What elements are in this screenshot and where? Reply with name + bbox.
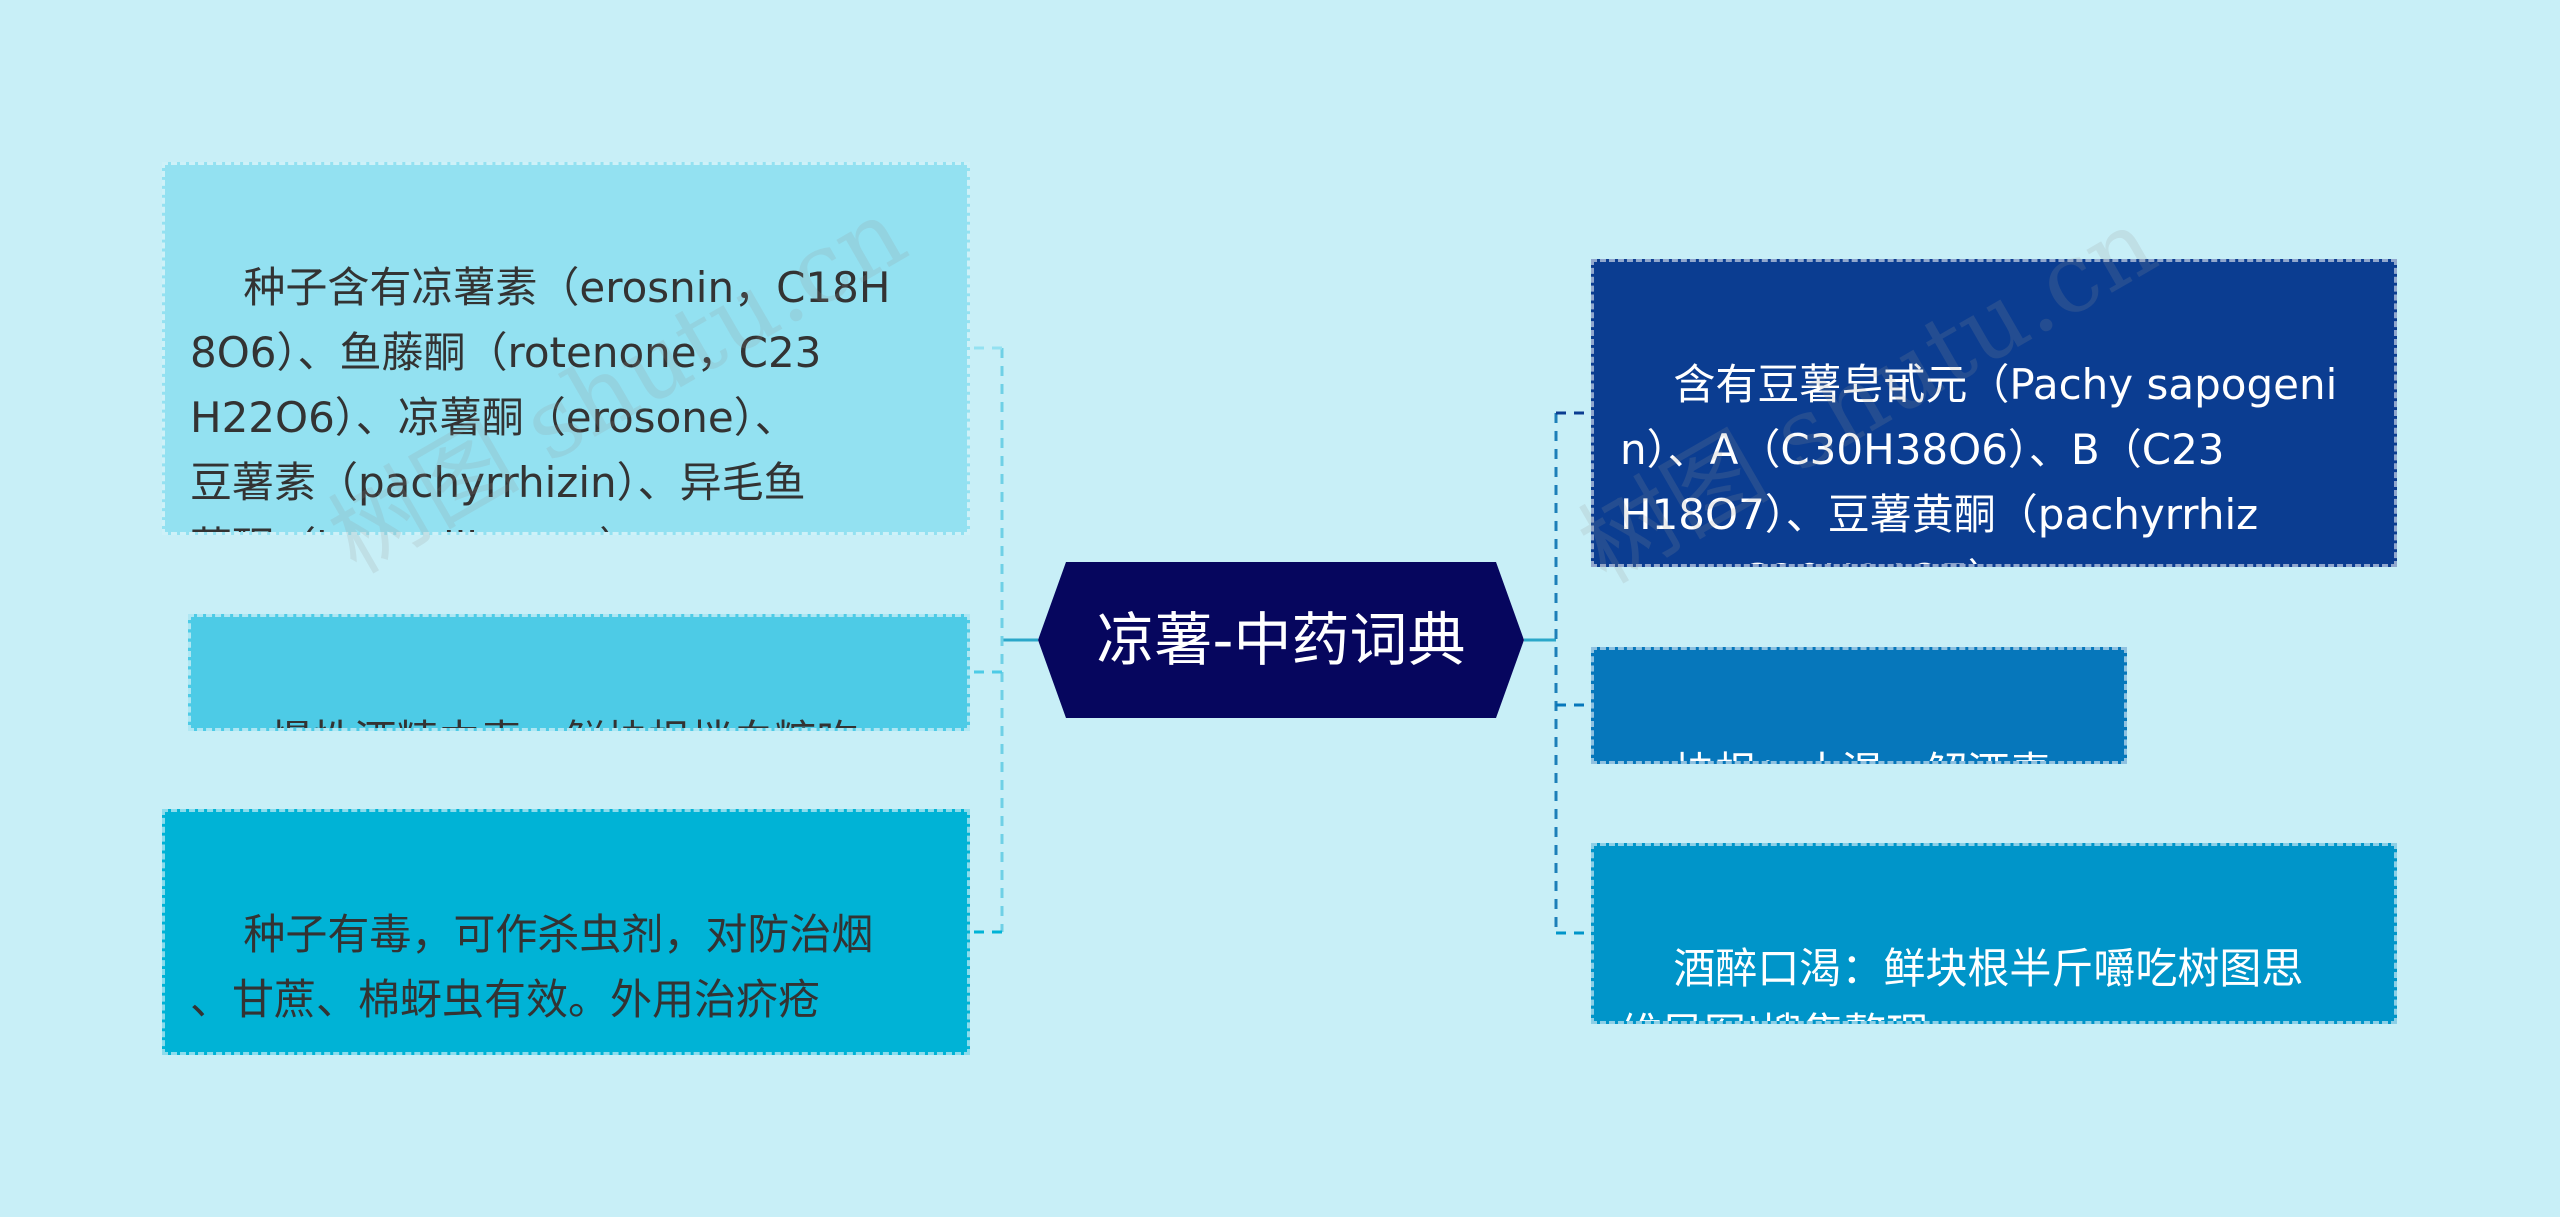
node-text: 块根：止渴，解酒毒。 — [1673, 748, 2093, 761]
left-node-seed-constituents[interactable]: 种子含有凉薯素（erosnin，C18H 8O6）、鱼藤酮（rotenone，C… — [162, 162, 970, 535]
left-node-chronic-alcoholism[interactable]: 慢性酒精中毒：鲜块根拌白糖吃。 — [188, 614, 970, 731]
node-text: 慢性酒精中毒：鲜块根拌白糖吃。 — [270, 716, 900, 728]
right-node-drunk-thirst[interactable]: 酒醉口渴：鲜块根半斤嚼吃树图思 维导图|搜集整理。 — [1591, 843, 2397, 1024]
left-node-seed-toxicity[interactable]: 种子有毒，可作杀虫剂，对防治烟 、甘蔗、棉蚜虫有效。外用治疥疮 。 — [162, 809, 970, 1055]
right-node-constituents[interactable]: 含有豆薯皂甙元（Pachy sapogeni n）、A（C30H38O6）、B（… — [1591, 259, 2397, 567]
right-node-root-tuber[interactable]: 块根：止渴，解酒毒。 — [1591, 647, 2127, 764]
node-text: 种子有毒，可作杀虫剂，对防治烟 、甘蔗、棉蚜虫有效。外用治疥疮 。 — [190, 910, 874, 1052]
root-title: 凉薯-中药词典 — [1096, 606, 1466, 674]
node-text: 酒醉口渴：鲜块根半斤嚼吃树图思 维导图|搜集整理。 — [1620, 944, 2304, 1021]
node-text: 含有豆薯皂甙元（Pachy sapogeni n）、A（C30H38O6）、B（… — [1620, 360, 2338, 564]
root-node[interactable]: 凉薯-中药词典 — [1038, 562, 1524, 718]
node-text: 种子含有凉薯素（erosnin，C18H 8O6）、鱼藤酮（rotenone，C… — [190, 263, 891, 532]
